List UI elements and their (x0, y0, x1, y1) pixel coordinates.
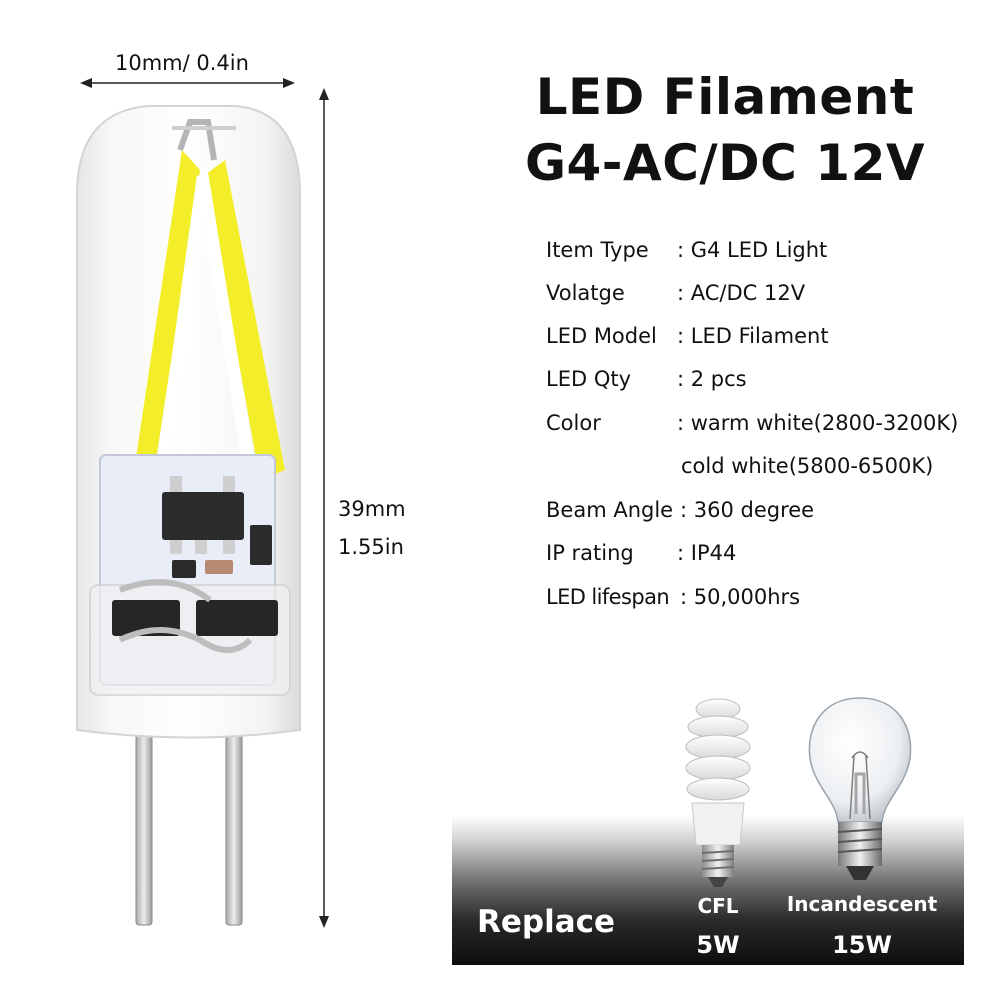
rectifier-left (112, 600, 180, 636)
spec-value-led-qty: : 2 pcs (677, 367, 747, 391)
spec-value-led-model: : LED Filament (677, 324, 829, 348)
resistor (250, 525, 272, 565)
cfl-label: CFL (697, 894, 739, 918)
filament-right-core (196, 172, 258, 486)
spec-label-led-model: LED Model (546, 324, 657, 348)
spec-value-voltage: : AC/DC 12V (677, 281, 806, 305)
spec-label-color: Color (546, 411, 601, 435)
product-title-line2: G4-AC/DC 12V (524, 134, 926, 192)
incandescent-wattage: 15W (832, 931, 892, 959)
spec-label-item-type: Item Type (546, 238, 649, 262)
spec-value-beam-angle: : 360 degree (680, 498, 815, 522)
width-dimension-arrow (80, 78, 295, 88)
spec-label-ip-rating: IP rating (546, 541, 634, 565)
spec-value-color-warm: : warm white(2800-3200K) (677, 411, 959, 435)
incandescent-bulb-icon (808, 697, 912, 880)
ic-chip (162, 492, 244, 540)
height-label-in: 1.55in (338, 535, 404, 559)
product-title-line1: LED Filament (535, 68, 915, 126)
incandescent-label: Incandescent (786, 892, 938, 916)
filament-left-core (152, 175, 206, 502)
spec-label-lifespan: LED lifespan (546, 585, 670, 609)
spec-value-ip-rating: : IP44 (677, 541, 737, 565)
filament-left (130, 150, 200, 500)
cfl-wattage: 5W (696, 931, 740, 959)
width-label: 10mm/ 0.4in (115, 51, 249, 75)
filament-right (205, 160, 285, 480)
rectifier-right (196, 600, 278, 636)
spec-label-led-qty: LED Qty (546, 367, 632, 391)
spec-value-lifespan: : 50,000hrs (680, 585, 801, 609)
cfl-bulb-icon (685, 698, 751, 887)
spec-value-color-cold: cold white(5800-6500K) (681, 454, 934, 478)
spec-label-beam-angle: Beam Angle (546, 498, 674, 522)
height-dimension-arrow (319, 88, 329, 928)
replace-label: Replace (477, 904, 616, 940)
spec-value-item-type: : G4 LED Light (677, 238, 828, 262)
height-label-mm: 39mm (338, 497, 406, 521)
spec-label-voltage: Volatge (546, 281, 625, 305)
led-bulb-illustration (76, 105, 301, 926)
